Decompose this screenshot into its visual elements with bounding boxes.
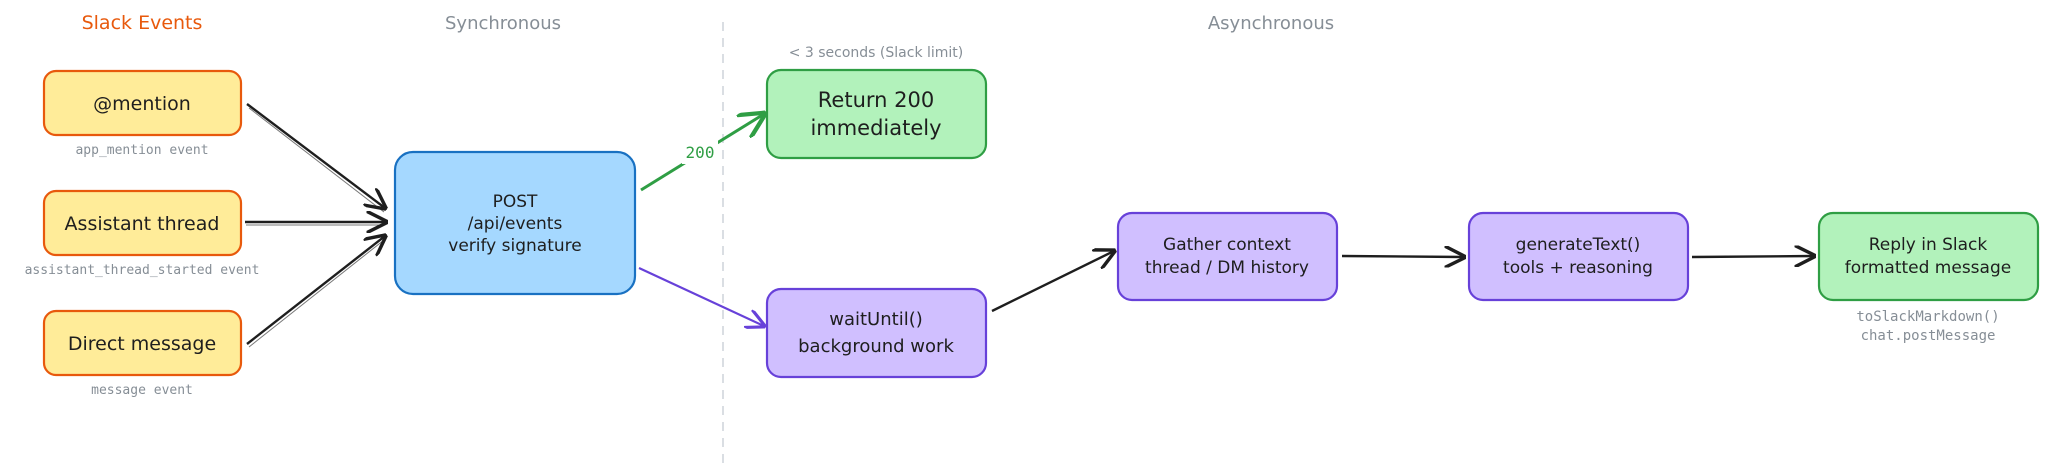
arrow-gather-to-generate (1341, 256, 1464, 257)
source-direct-message-caption: message event (91, 383, 193, 398)
arrow-mention-to-endpoint (246, 103, 385, 213)
edge-200-label-bg (682, 140, 718, 164)
sync-time-note: < 3 seconds (Slack limit) (789, 45, 964, 61)
return-200-line1: Return 200 (818, 88, 934, 112)
source-mention: @mention (42, 69, 243, 137)
source-assistant-thread-label: Assistant thread (65, 213, 220, 235)
endpoint-line3: verify signature (448, 236, 581, 256)
generate-text-box: generateText() tools + reasoning (1467, 211, 1690, 302)
generate-text-line2: tools + reasoning (1503, 258, 1653, 278)
reply-in-slack-line2: formatted message (1845, 258, 2011, 278)
endpoint-line2: /api/events (468, 214, 563, 234)
gather-context-box: Gather context thread / DM history (1116, 211, 1339, 302)
wait-until-line2: background work (798, 336, 954, 357)
generate-text-line1: generateText() (1516, 235, 1641, 255)
source-assistant-thread: Assistant thread (42, 189, 243, 257)
source-mention-label: @mention (93, 93, 191, 115)
header-synchronous: Synchronous (445, 13, 561, 34)
endpoint-box: POST /api/events verify signature (393, 150, 637, 296)
source-mention-caption: app_mention event (75, 143, 208, 158)
reply-in-slack-box: Reply in Slack formatted message (1817, 211, 2040, 302)
return-200-line2: immediately (810, 116, 941, 140)
wait-until-box: waitUntil() background work (765, 287, 988, 379)
arrow-generate-to-reply (1691, 256, 1814, 257)
return-200-box: Return 200 immediately (765, 68, 988, 160)
source-direct-message: Direct message (42, 309, 243, 377)
arrow-dm-to-endpoint (246, 236, 385, 348)
reply-caption-markdown: toSlackMarkdown() (1856, 309, 1999, 325)
source-direct-message-label: Direct message (68, 333, 216, 355)
gather-context-line2: thread / DM history (1145, 258, 1309, 278)
reply-in-slack-line1: Reply in Slack (1869, 235, 1988, 255)
endpoint-line1: POST (493, 192, 538, 212)
reply-caption-postmessage: chat.postMessage (1861, 328, 1996, 344)
arrow-endpoint-to-wait (638, 267, 764, 326)
gather-context-line1: Gather context (1163, 235, 1291, 255)
edge-200-label: 200 (686, 143, 715, 162)
source-assistant-thread-caption: assistant_thread_started event (25, 263, 260, 278)
arrow-wait-to-gather (991, 251, 1114, 313)
wait-until-line1: waitUntil() (829, 309, 923, 330)
arrow-assistant-to-endpoint (245, 222, 386, 225)
header-slack-events: Slack Events (82, 12, 203, 34)
header-asynchronous: Asynchronous (1208, 13, 1334, 34)
